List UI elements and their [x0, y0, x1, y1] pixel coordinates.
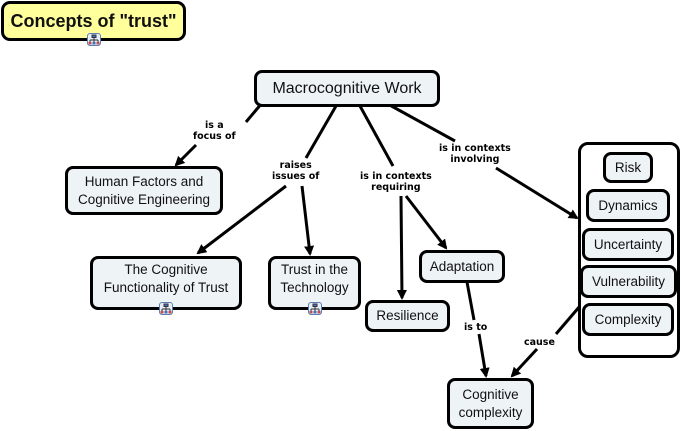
concept-text: Resilience [376, 308, 439, 323]
arrow-focus-to-hfce [174, 143, 198, 167]
line-macro-to-requiring-label [358, 105, 395, 167]
line-macro-to-raises-label [304, 105, 338, 159]
link-label-line: cause [524, 337, 555, 348]
concept-text: Cognitive [462, 386, 519, 402]
concept-text: Adaptation [429, 258, 495, 274]
link-label-line: issues of [272, 171, 320, 182]
link-label-is-to: is to [464, 322, 488, 333]
concept-cognitive-complexity[interactable]: Cognitive complexity [447, 378, 534, 429]
submap-icon[interactable] [87, 33, 101, 46]
concept-adaptation[interactable]: Adaptation [419, 250, 505, 283]
concept-text: Cognitive Engineering [77, 191, 211, 207]
concept-text: complexity [458, 404, 523, 420]
link-label-line: is to [464, 322, 488, 333]
arrow-cause-to-cc [510, 347, 539, 378]
concept-text: Macrocognitive Work [272, 79, 422, 97]
link-label-raises-issues-of: raises issues of [272, 160, 320, 182]
concept-text: Uncertainty [593, 236, 663, 252]
concept-text: Vulnerability [591, 273, 666, 289]
arrow-raises-to-cft [196, 184, 287, 255]
arrow-raises-to-tit [300, 185, 315, 256]
link-label-is-a-focus-of: is a focus of [193, 120, 236, 142]
concept-complexity[interactable]: Complexity [582, 303, 674, 336]
link-label-is-in-contexts-requiring: is in contexts requiring [360, 171, 432, 193]
concept-vulnerability[interactable]: Vulnerability [580, 265, 677, 298]
line-adaptation-to-isto-label [465, 281, 476, 321]
concept-uncertainty[interactable]: Uncertainty [582, 228, 674, 261]
concept-text: Human Factors and [84, 173, 204, 189]
link-label-line: involving [450, 154, 500, 165]
concept-resilience[interactable]: Resilience [365, 300, 450, 332]
link-label-line: raises [279, 160, 312, 171]
concept-risk[interactable]: Risk [603, 152, 653, 183]
submap-icon[interactable] [308, 302, 322, 315]
link-label-line: is a [205, 120, 224, 131]
arrow-involving-to-group [495, 166, 579, 220]
submap-icon[interactable] [159, 302, 173, 315]
map-title-text: Concepts of "trust" [10, 11, 177, 31]
concept-text: Trust in the [280, 262, 349, 277]
arrow-requiring-to-adaptation [404, 195, 448, 250]
line-group-to-cause-label [554, 305, 582, 335]
link-label-line: requiring [371, 182, 421, 193]
concept-text: Technology [280, 280, 349, 295]
concept-human-factors-cognitive-engineering[interactable]: Human Factors and Cognitive Engineering [65, 166, 223, 215]
line-macro-to-involving-label [385, 101, 456, 143]
map-title[interactable]: Concepts of "trust" [1, 1, 186, 41]
concept-trust-in-the-technology[interactable]: Trust in the Technology [268, 256, 361, 310]
concept-macrocognitive-work[interactable]: Macrocognitive Work [254, 70, 440, 107]
link-label-is-in-contexts-involving: is in contexts involving [439, 143, 511, 165]
concept-text: Risk [614, 159, 642, 175]
arrow-isto-to-cc [477, 333, 490, 378]
concept-text: Complexity [594, 311, 662, 327]
concept-text: Dynamics [598, 197, 658, 213]
concept-dynamics[interactable]: Dynamics [586, 189, 670, 222]
link-label-cause: cause [524, 337, 555, 348]
link-label-line: is in contexts [439, 143, 511, 154]
link-label-line: focus of [193, 131, 236, 142]
concept-text: Functionality of Trust [103, 280, 229, 295]
arrow-requiring-to-resilience [396, 195, 407, 300]
concept-text: The Cognitive [124, 262, 208, 277]
link-label-line: is in contexts [360, 171, 432, 182]
